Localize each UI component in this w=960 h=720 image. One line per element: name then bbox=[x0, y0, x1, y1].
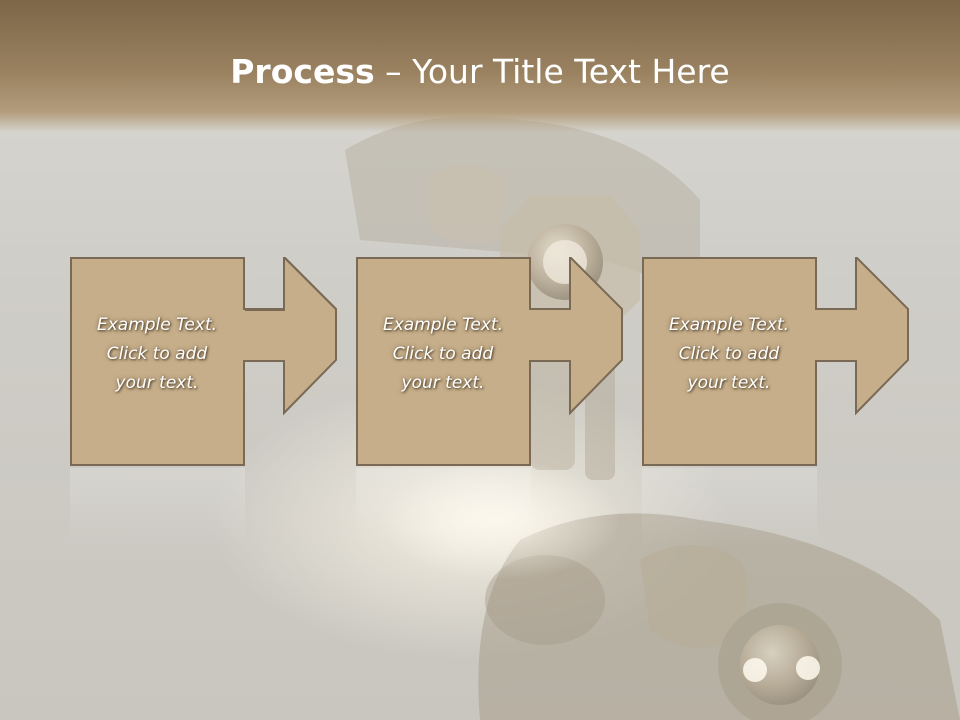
step-reflection bbox=[70, 468, 245, 548]
step-arrow-shape bbox=[356, 257, 623, 466]
step-text-line: your text. bbox=[687, 373, 771, 393]
step-text-line: your text. bbox=[401, 373, 485, 393]
step-arrow-shape bbox=[70, 257, 337, 466]
step-text-line: Click to add bbox=[678, 344, 780, 364]
title-bold-text: Process bbox=[230, 52, 375, 91]
step-text-line: Click to add bbox=[392, 344, 494, 364]
step-arrow-shape bbox=[642, 257, 909, 466]
title-rest-text: – Your Title Text Here bbox=[374, 52, 730, 91]
process-step-2[interactable]: Example Text. Click to add your text. bbox=[356, 257, 694, 467]
title-bar bbox=[0, 0, 960, 132]
step-text-line: your text. bbox=[115, 373, 199, 393]
step-text[interactable]: Example Text. Click to add your text. bbox=[362, 311, 524, 398]
step-reflection bbox=[356, 468, 531, 548]
process-step-1[interactable]: Example Text. Click to add your text. bbox=[70, 257, 408, 467]
slide-title[interactable]: Process – Your Title Text Here bbox=[0, 52, 960, 91]
step-text[interactable]: Example Text. Click to add your text. bbox=[76, 311, 238, 398]
step-reflection bbox=[642, 468, 817, 548]
step-text-line: Example Text. bbox=[668, 315, 790, 335]
process-step-3[interactable]: Example Text. Click to add your text. bbox=[642, 257, 960, 467]
step-text-line: Example Text. bbox=[382, 315, 504, 335]
step-text-line: Click to add bbox=[106, 344, 208, 364]
step-text-line: Example Text. bbox=[96, 315, 218, 335]
step-text[interactable]: Example Text. Click to add your text. bbox=[648, 311, 810, 398]
